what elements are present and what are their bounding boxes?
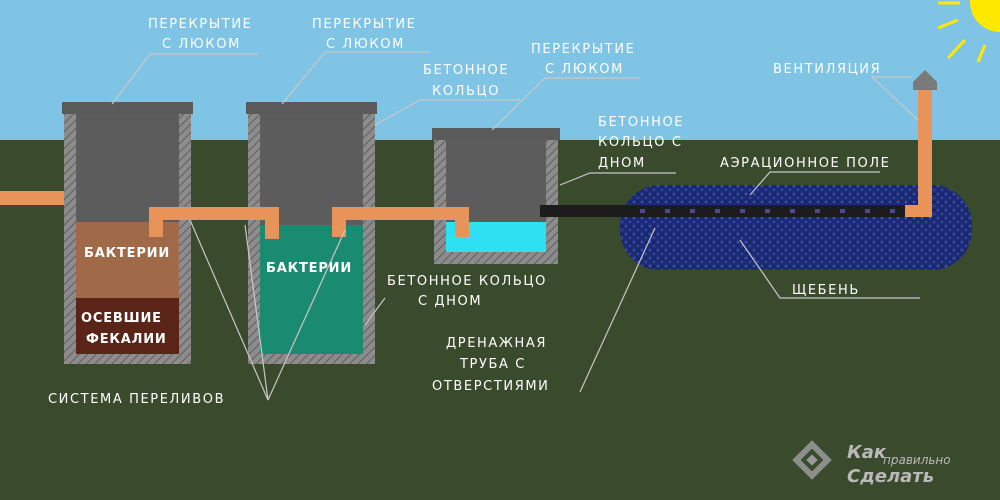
label-drain-pipe: ДРЕНАЖНАЯ ТРУБА С ОТВЕРСТИЯМИ: [432, 336, 553, 394]
label-ventilation: ВЕНТИЛЯЦИЯ: [773, 62, 881, 77]
label-concrete-ring-bottom-top: БЕТОННОЕ КОЛЬЦО С ДНОМ: [598, 115, 690, 171]
tank-3-cover: [432, 128, 560, 140]
label-cover-hatch-2: ПЕРЕКРЫТИЕ С ЛЮКОМ: [312, 17, 422, 52]
watermark-line3: Сделать: [847, 466, 934, 487]
label-concrete-ring: БЕТОННОЕ КОЛЬЦО: [423, 63, 515, 99]
overflow-pipes: [149, 207, 469, 239]
watermark-line2: правильно: [883, 453, 951, 467]
tank-1-cover: [62, 102, 193, 114]
sun-icon: [937, 0, 1000, 63]
leader-lines: [111, 51, 920, 401]
label-gravel: ЩЕБЕНЬ: [792, 283, 860, 298]
label-aeration-field: АЭРАЦИОННОЕ ПОЛЕ: [720, 156, 890, 171]
tank-3: [432, 128, 560, 264]
label-cover-hatch-3: ПЕРЕКРЫТИЕ С ЛЮКОМ: [531, 42, 641, 77]
label-overflow-system: СИСТЕМА ПЕРЕЛИВОВ: [48, 392, 225, 407]
tank-1-bacteria-text: БАКТЕРИИ: [84, 246, 170, 261]
tank-1-sediment-text: ОСЕВШИЕ ФЕКАЛИИ: [81, 311, 167, 347]
watermark-logo: Как правильно Сделать: [792, 440, 951, 487]
tank-2-cover: [246, 102, 377, 114]
label-concrete-ring-bottom-mid: БЕТОННОЕ КОЛЬЦО С ДНОМ: [387, 274, 553, 309]
house-logo-icon: [792, 440, 832, 480]
drain-pipe: [540, 205, 920, 217]
watermark-line1: Как: [847, 442, 887, 463]
label-cover-hatch-1: ПЕРЕКРЫТИЕ С ЛЮКОМ: [148, 17, 258, 52]
ventilation-pipe: [905, 70, 937, 217]
tank-2-bacteria-text: БАКТЕРИИ: [266, 261, 352, 276]
